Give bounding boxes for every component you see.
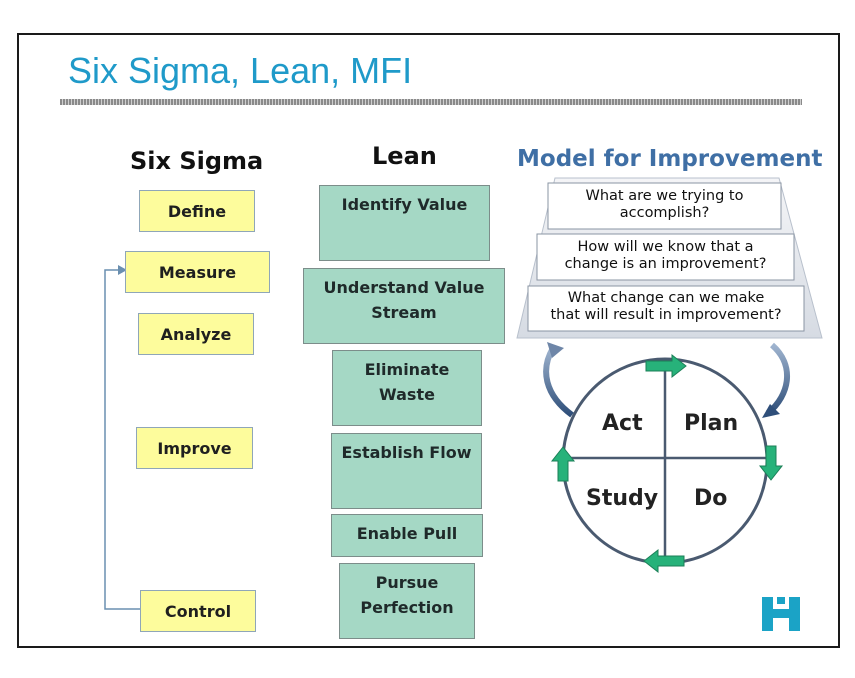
- mfi-question-2-line-2: change is an improvement?: [564, 256, 767, 272]
- hospital-logo-icon: [762, 597, 800, 631]
- six-sigma-step-control: Control: [140, 590, 256, 632]
- lean-step-establish-flow: Establish Flow: [331, 433, 482, 509]
- lean-step-pursue-perfection: Pursue Perfection: [339, 563, 475, 639]
- pdsa-study-label: Study: [586, 486, 659, 511]
- lean-step-enable-pull: Enable Pull: [331, 514, 483, 557]
- six-sigma-heading: Six Sigma: [130, 147, 264, 175]
- cycle-arrow-bottom: [643, 548, 685, 574]
- feedback-arrow-left: [543, 346, 574, 418]
- slide-title: Six Sigma, Lean, MFI: [68, 50, 413, 91]
- cycle-arrow-right: [758, 445, 784, 481]
- mfi-question-1-line-2: accomplish?: [619, 205, 710, 221]
- cycle-arrow-left: [550, 446, 576, 482]
- feedback-arrow-right: [766, 342, 790, 416]
- lean-step-eliminate-waste: Eliminate Waste: [332, 350, 482, 426]
- six-sigma-step-define: Define: [139, 190, 255, 232]
- six-sigma-step-analyze: Analyze: [138, 313, 254, 355]
- title-divider: [60, 99, 802, 105]
- six-sigma-step-measure: Measure: [125, 251, 270, 293]
- mfi-question-1: What are we trying to accomplish?: [548, 188, 781, 222]
- pdsa-act-label: Act: [602, 411, 643, 436]
- mfi-heading: Model for Improvement: [517, 146, 823, 172]
- mfi-question-2-line-1: How will we know that a: [577, 239, 754, 255]
- mfi-question-3: What change can we make that will result…: [528, 290, 804, 324]
- mfi-question-2: How will we know that a change is an imp…: [537, 239, 794, 273]
- pdsa-do-label: Do: [694, 486, 728, 511]
- pdsa-plan-label: Plan: [684, 411, 739, 436]
- mfi-question-1-line-1: What are we trying to: [585, 188, 744, 204]
- lean-heading: Lean: [372, 142, 437, 170]
- lean-step-understand-value-stream: Understand Value Stream: [303, 268, 505, 344]
- cycle-arrow-top: [645, 353, 687, 379]
- mfi-question-3-line-1: What change can we make: [567, 290, 765, 306]
- mfi-question-3-line-2: that will result in improvement?: [550, 307, 782, 323]
- six-sigma-step-improve: Improve: [136, 427, 253, 469]
- lean-step-identify-value: Identify Value: [319, 185, 490, 261]
